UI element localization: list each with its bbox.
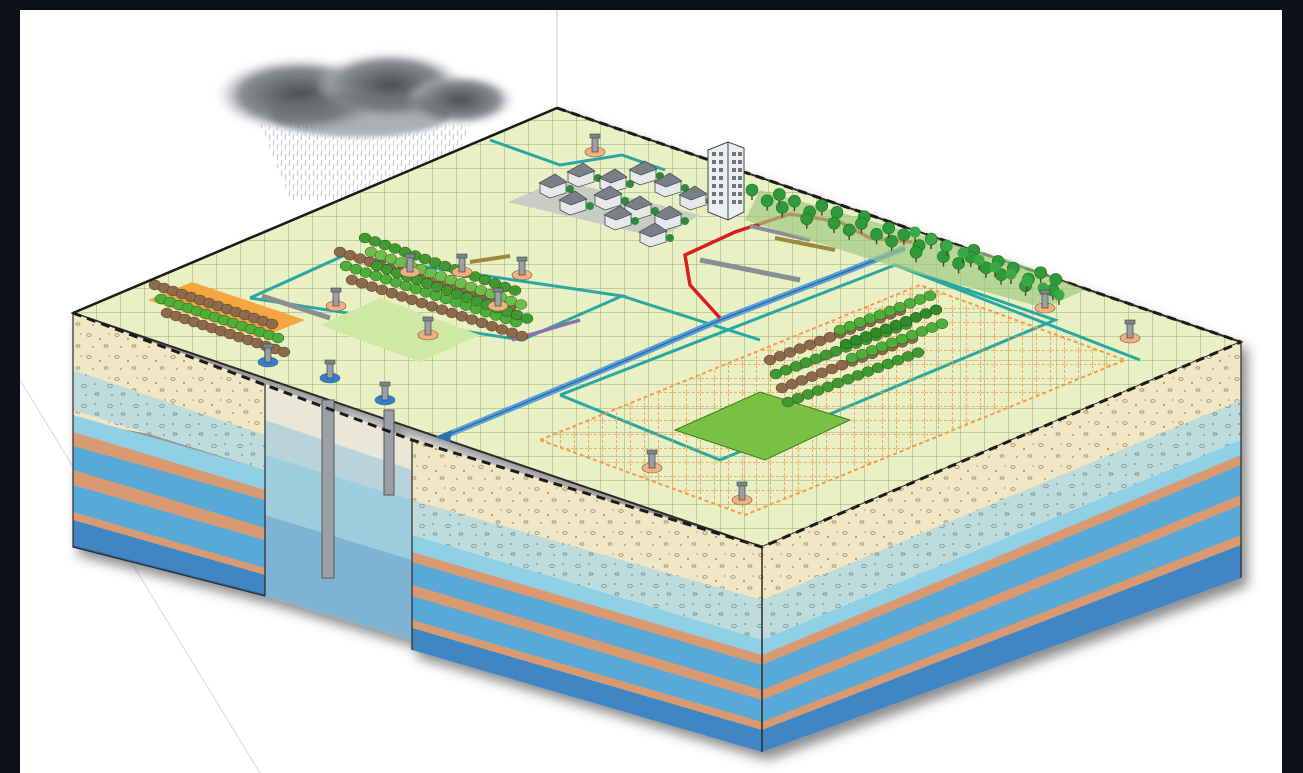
well-icon — [1034, 289, 1056, 314]
house-icon — [628, 160, 664, 186]
tree-icon — [773, 188, 786, 205]
well-icon — [257, 343, 279, 368]
crop-plant-icon — [277, 346, 291, 358]
well-icon — [319, 359, 341, 384]
well-icon — [731, 481, 753, 506]
tree-icon — [842, 223, 856, 240]
tree-icon — [909, 245, 923, 263]
tree-icon — [941, 240, 953, 256]
crop-plant-icon — [520, 313, 534, 324]
crop-plant-icon — [911, 347, 925, 358]
tree-icon — [957, 247, 969, 263]
tree-icon — [1034, 266, 1047, 283]
well-icon — [257, 133, 1141, 506]
house-icon — [558, 190, 594, 216]
crop-plant-icon — [514, 299, 528, 310]
well-icon — [451, 253, 473, 278]
tree-icon — [760, 194, 774, 211]
well-icon — [511, 256, 533, 281]
left-cross-section — [73, 313, 265, 596]
crop-plant-icon — [265, 318, 279, 330]
tree-icon — [745, 183, 1065, 305]
house-icon — [603, 205, 639, 231]
tree-icon — [989, 261, 1001, 277]
house-icon — [623, 195, 659, 221]
crop-row-icon — [763, 290, 949, 408]
tree-icon — [800, 212, 814, 229]
crop-plant-icon — [935, 318, 949, 329]
well-cutaway — [265, 384, 412, 640]
tree-icon — [882, 221, 896, 238]
terrain-block — [70, 106, 1244, 752]
house-icon — [638, 222, 674, 248]
well-icon — [399, 253, 421, 278]
back-boundary-line — [556, 106, 1242, 344]
tree-icon — [897, 228, 911, 245]
well-icon — [487, 287, 509, 312]
well-icon — [417, 316, 439, 341]
tree-icon — [952, 257, 965, 274]
house-icon — [593, 185, 629, 211]
house-icon — [538, 173, 574, 199]
tree-icon — [973, 254, 985, 270]
tree-icon — [788, 194, 801, 212]
tree-icon — [827, 216, 841, 234]
building-icon — [707, 141, 745, 221]
crop-plant-icon — [508, 285, 522, 296]
tree-icon — [745, 183, 759, 200]
tree-icon — [1053, 289, 1065, 305]
crop-plant-icon — [923, 290, 937, 301]
tree-icon — [870, 228, 883, 245]
crop-field — [320, 298, 480, 362]
tree-icon — [855, 217, 868, 234]
irrigation-grid — [537, 283, 1128, 517]
well-icon — [1119, 319, 1141, 344]
well-icon — [325, 287, 347, 312]
tree-icon — [925, 233, 937, 249]
house-icon — [653, 172, 689, 198]
crop-field — [673, 391, 852, 461]
well-icon — [374, 381, 396, 406]
front-cross-section — [412, 440, 762, 752]
cloud-icon — [215, 51, 515, 137]
front-boundary-line — [72, 311, 1242, 549]
crop-row-icon — [148, 232, 534, 358]
back-left-edge — [72, 106, 558, 315]
crop-plant-icon — [515, 330, 529, 342]
tree-icon — [1021, 275, 1033, 291]
crop-plant-icon — [271, 332, 285, 344]
village — [538, 160, 714, 248]
tree-icon — [815, 199, 829, 216]
well-casing — [321, 399, 335, 579]
well-icon — [641, 449, 663, 474]
well-icon — [584, 133, 606, 158]
house-icon — [566, 162, 602, 188]
right-cross-section — [762, 342, 1241, 752]
channel-outlet-icon — [435, 430, 452, 442]
tree-icon — [1005, 268, 1017, 284]
well-casing — [383, 409, 395, 496]
crop-plant-icon — [929, 304, 943, 315]
water-channel-edge — [439, 247, 906, 439]
tree-icon — [909, 226, 921, 242]
tree-icon — [775, 201, 789, 218]
tree-icon — [885, 234, 898, 252]
panel-guide-line — [19, 379, 261, 773]
